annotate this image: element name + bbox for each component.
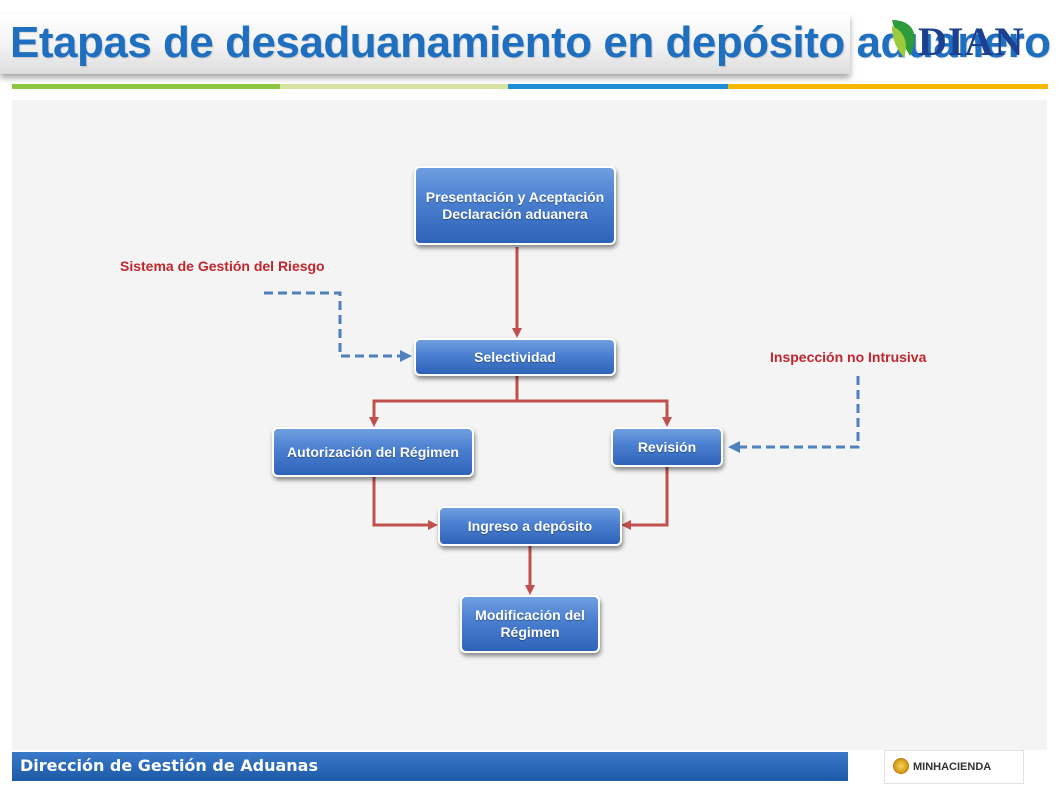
arrow-selectividad-autorizacion xyxy=(369,376,519,427)
arrow-revision-ingreso xyxy=(621,467,669,530)
label-inspeccion: Inspección no Intrusiva xyxy=(770,349,927,365)
title-banner xyxy=(0,14,850,74)
minhacienda-logo: MINHACIENDA xyxy=(884,750,1024,784)
stripe-yellow xyxy=(728,84,1048,89)
node-selectividad: Selectividad xyxy=(414,338,616,376)
label-riesgo: Sistema de Gestión del Riesgo xyxy=(120,258,325,274)
dashed-arrow-inspeccion xyxy=(728,376,860,453)
footer-bar xyxy=(12,752,848,781)
dashed-arrow-riesgo xyxy=(264,291,412,362)
node-revision: Revisión xyxy=(611,427,723,467)
arrow-selectividad-revision xyxy=(517,399,672,427)
node-modificacion: Modificación del Régimen xyxy=(460,595,600,653)
minhacienda-text: MINHACIENDA xyxy=(913,761,992,773)
dian-leaf-icon xyxy=(892,20,915,58)
stripe-lightgreen xyxy=(280,84,508,89)
stripe-green xyxy=(12,84,280,89)
node-autorizacion: Autorización del Régimen xyxy=(272,427,474,477)
page-title: Etapas de desaduanamiento en depósito ad… xyxy=(10,18,1051,67)
footer-title: Dirección de Gestión de Aduanas xyxy=(20,756,318,775)
stripe-blue xyxy=(508,84,728,89)
arrow-autorizacion-ingreso xyxy=(372,477,438,530)
logo-wordmark: DIAN xyxy=(918,19,1025,64)
dian-logo: DIAN xyxy=(888,14,1028,70)
node-ingreso: Ingreso a depósito xyxy=(438,506,622,546)
colombia-seal-icon xyxy=(893,758,909,774)
node-presentacion: Presentación y Aceptación Declaración ad… xyxy=(414,166,616,245)
